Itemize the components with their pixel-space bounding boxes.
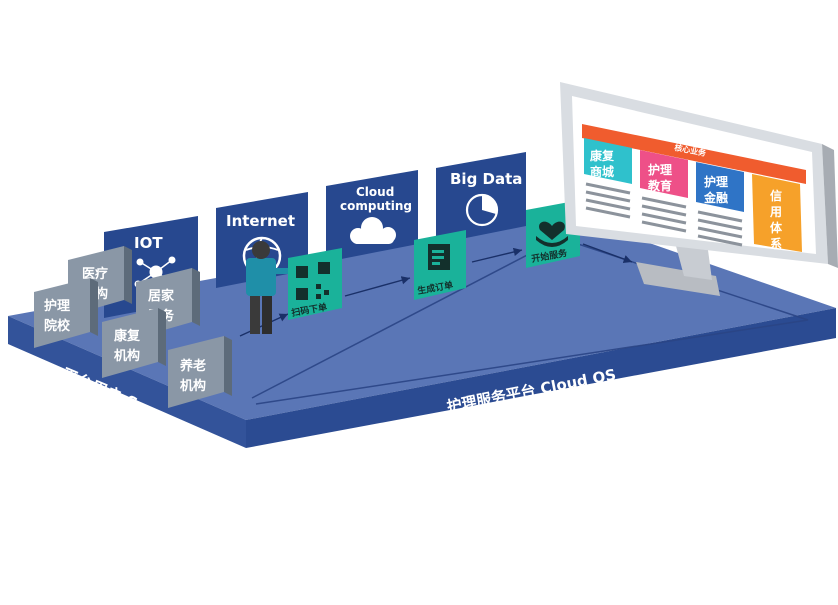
block-face [168, 336, 224, 408]
jujia-line1: 居家 [148, 288, 175, 304]
tile-finance: 护理 金融 [696, 162, 744, 212]
monitor-neck [676, 246, 712, 280]
arrow-to-order [344, 276, 411, 297]
person-torso [246, 258, 276, 296]
tile-edu-line1: 护理 [648, 162, 672, 177]
tile-mall-bg [584, 138, 632, 184]
cloud-icon [350, 217, 396, 244]
iot-label: IOT [134, 234, 163, 252]
block-side [124, 246, 132, 304]
kangfu-line1: 康复 [114, 328, 141, 344]
person-leg-left [250, 290, 260, 334]
bigdata-card [436, 152, 526, 244]
process-card-scan: 扫码下单 [288, 248, 342, 320]
tile-finance-line2: 金融 [703, 190, 728, 205]
monitor-header-bar [582, 124, 806, 184]
huli-line2: 院校 [44, 318, 71, 334]
huli-line1: 护理 [44, 298, 70, 314]
yanglao-line1: 养老 [179, 358, 206, 374]
tile-credit-char4: 系 [770, 236, 782, 251]
process-card-order: 生成订单 [414, 230, 466, 300]
block-face [34, 278, 90, 348]
tile-credit-char3: 体 [770, 220, 783, 235]
tile-mall-line2: 商城 [590, 164, 614, 179]
tile-finance-line1: 护理 [704, 174, 728, 189]
tile-finance-bg [696, 162, 744, 212]
monitor-base [636, 262, 720, 296]
block-side [192, 268, 200, 326]
tile-credit-bg [752, 174, 802, 252]
arrow-to-service [471, 247, 523, 263]
tech-card-bigdata: Big Data [436, 152, 526, 244]
arrow-to-monitor [582, 243, 633, 264]
tile-mall-line1: 康复 [590, 148, 615, 163]
cloud-label-line1: Cloud [356, 185, 394, 199]
block-side [90, 278, 98, 336]
cloud-card [326, 170, 418, 262]
tile-mall: 康复 商城 [584, 138, 632, 184]
bigdata-label: Big Data [450, 170, 522, 188]
tile-credit-char2: 用 [769, 205, 782, 219]
user-block-yanglao: 养老 机构 [168, 336, 232, 408]
tile-edu: 护理 教育 [640, 150, 688, 198]
block-side [158, 308, 166, 366]
platform-side-right [246, 308, 836, 448]
monitor: 核心业务 康复 商城 护理 教育 护理 金融 信 用 体 系 [560, 82, 838, 296]
block-face [102, 308, 158, 378]
monitor-bezel-side [822, 144, 838, 268]
cloud-label-line2: computing [340, 199, 412, 213]
screen-text-lines [585, 182, 743, 247]
tech-card-cloud: Cloud computing [326, 170, 418, 262]
pie-chart-icon [465, 193, 499, 227]
user-block-huli: 护理 院校 [34, 278, 98, 348]
tile-credit-char1: 信 [770, 188, 782, 203]
internet-label: Internet [226, 212, 295, 230]
yiliao-line1: 医疗 [82, 266, 108, 282]
tile-edu-line2: 教育 [647, 178, 672, 193]
kangfu-line2: 机构 [114, 348, 140, 364]
tile-credit: 信 用 体 系 [752, 174, 802, 252]
flow-arrows [239, 243, 633, 337]
person-figure [246, 241, 288, 334]
qr-code-icon [296, 262, 330, 300]
order-document-icon [428, 244, 450, 270]
block-side [224, 336, 232, 396]
yanglao-line2: 机构 [180, 378, 206, 394]
tile-edu-bg [640, 150, 688, 198]
person-arm [270, 268, 288, 274]
platform-side-left [8, 316, 246, 448]
person-leg-right [262, 290, 272, 334]
user-block-kangfu: 康复 机构 [102, 308, 166, 378]
heart-hands-icon [536, 221, 568, 247]
internet-card [216, 192, 308, 288]
person-head [252, 241, 270, 259]
